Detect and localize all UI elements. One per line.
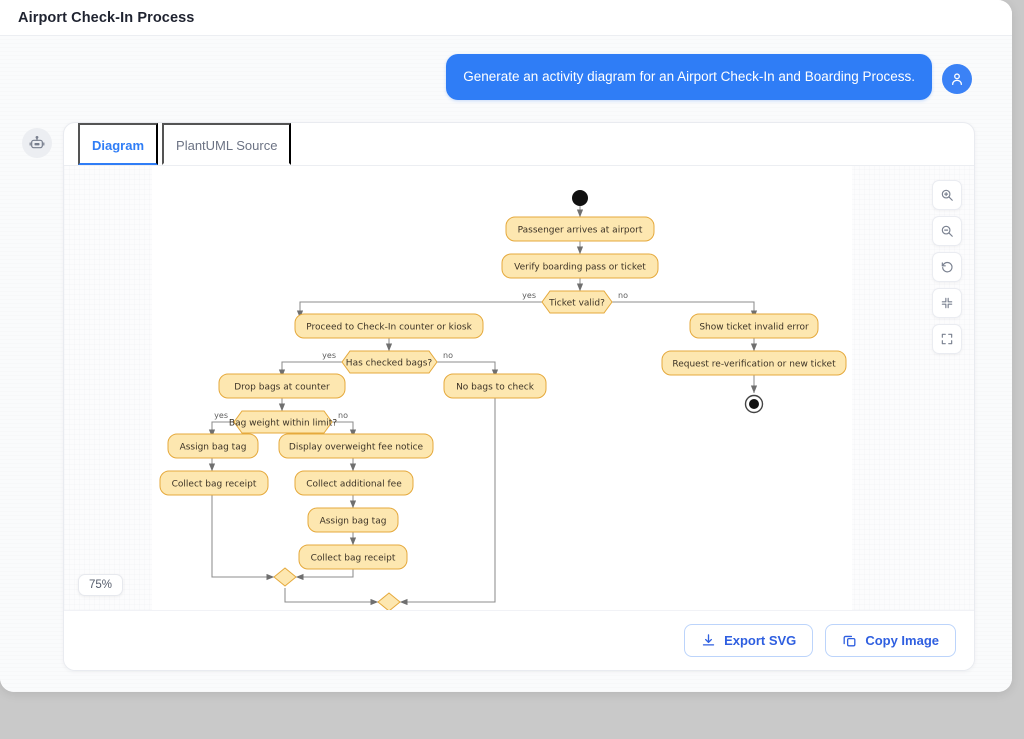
app-window: Airport Check-In Process Generate an act…	[0, 0, 1012, 692]
titlebar: Airport Check-In Process	[0, 0, 1012, 36]
chat-area: Generate an activity diagram for an Airp…	[0, 36, 1012, 692]
fullscreen-icon	[941, 333, 953, 345]
decision-nodes: Ticket valid? yes no Has checked bags? y…	[214, 290, 628, 434]
decision-node: Has checked bags? yes no	[322, 350, 453, 374]
activity-node: Assign bag tag	[167, 433, 259, 459]
svg-text:Proceed to Check-In counter or: Proceed to Check-In counter or kiosk	[306, 323, 472, 333]
svg-text:Assign bag tag: Assign bag tag	[320, 517, 387, 527]
diagram-canvas[interactable]: Passenger arrives at airport Verify boar…	[64, 166, 974, 611]
svg-text:Display overweight fee notice: Display overweight fee notice	[289, 443, 424, 453]
page-title: Airport Check-In Process	[18, 9, 195, 26]
activity-node: Request re-verification or new ticket	[661, 350, 847, 376]
decision-node: Bag weight within limit? yes no	[214, 410, 348, 434]
export-svg-button[interactable]: Export SVG	[684, 624, 814, 658]
user-avatar	[942, 64, 972, 94]
zoom-in-icon	[941, 189, 953, 202]
bot-avatar	[22, 128, 52, 159]
svg-text:no: no	[618, 291, 628, 300]
svg-text:Passenger arrives at airport: Passenger arrives at airport	[518, 226, 643, 236]
svg-text:Request re-verification or new: Request re-verification or new ticket	[672, 360, 836, 370]
activity-node: Proceed to Check-In counter or kiosk	[294, 313, 484, 339]
activity-node: Collect additional fee	[294, 470, 414, 496]
zoom-level-badge: 75%	[78, 574, 124, 597]
robot-icon	[29, 136, 45, 149]
svg-text:Verify boarding pass or ticket: Verify boarding pass or ticket	[514, 263, 646, 273]
svg-text:Has checked bags?: Has checked bags?	[346, 359, 433, 369]
activity-node: Passenger arrives at airport	[505, 216, 655, 242]
user-message-row: Generate an activity diagram for an Airp…	[22, 54, 990, 101]
activity-node: Collect bag receipt	[159, 470, 269, 496]
svg-text:No bags to check: No bags to check	[456, 383, 535, 393]
svg-text:yes: yes	[322, 351, 336, 360]
activity-node: Collect bag receipt	[298, 544, 408, 570]
svg-text:yes: yes	[214, 411, 228, 420]
svg-text:no: no	[338, 411, 348, 420]
activity-diagram: Passenger arrives at airport Verify boar…	[159, 190, 847, 611]
copy-icon	[843, 636, 856, 647]
activity-node: Display overweight fee notice	[278, 433, 434, 459]
activity-node: Drop bags at counter	[218, 373, 346, 399]
tab-diagram[interactable]: Diagram	[78, 123, 159, 166]
card-footer: Export SVG Copy Image	[64, 610, 974, 671]
download-icon	[702, 634, 715, 646]
tab-plantuml-source[interactable]: PlantUML Source	[162, 123, 292, 166]
copy-image-button[interactable]: Copy Image	[825, 624, 956, 658]
activity-node: Show ticket invalid error	[689, 313, 819, 339]
svg-text:Collect bag receipt: Collect bag receipt	[172, 480, 257, 490]
diagram-result-card: Diagram PlantUML Source	[63, 122, 975, 672]
svg-text:Bag weight within limit?: Bag weight within limit?	[229, 419, 337, 429]
svg-text:Collect additional fee: Collect additional fee	[306, 480, 402, 490]
svg-text:yes: yes	[522, 291, 536, 300]
start-node	[572, 190, 588, 207]
svg-text:Drop bags at counter: Drop bags at counter	[234, 383, 330, 393]
user-message-bubble: Generate an activity diagram for an Airp…	[446, 54, 932, 101]
canvas-toolbar	[932, 180, 962, 355]
activity-node: No bags to check	[443, 373, 547, 399]
end-node	[744, 395, 764, 414]
svg-text:Collect bag receipt: Collect bag receipt	[311, 554, 396, 564]
activity-node: Verify boarding pass or ticket	[501, 253, 659, 279]
zoom-out-button[interactable]	[932, 216, 962, 247]
reset-view-button[interactable]	[932, 252, 962, 283]
copy-image-label: Copy Image	[865, 633, 939, 649]
export-svg-label: Export SVG	[724, 633, 797, 649]
zoom-in-button[interactable]	[932, 180, 962, 211]
svg-text:Assign bag tag: Assign bag tag	[180, 443, 247, 453]
svg-text:no: no	[443, 351, 453, 360]
fit-to-screen-button[interactable]	[932, 288, 962, 319]
svg-text:Show ticket invalid error: Show ticket invalid error	[699, 323, 809, 333]
activity-nodes: Passenger arrives at airport Verify boar…	[159, 216, 847, 570]
user-icon	[952, 73, 962, 85]
svg-text:Ticket valid?: Ticket valid?	[548, 299, 605, 309]
activity-node: Assign bag tag	[307, 507, 399, 533]
merge-nodes	[273, 567, 401, 611]
card-tabs: Diagram PlantUML Source	[64, 123, 974, 167]
fullscreen-button[interactable]	[932, 324, 962, 355]
shrink-icon	[941, 297, 953, 309]
decision-node: Ticket valid? yes no	[522, 290, 628, 314]
reset-icon	[941, 262, 953, 273]
diagram-edges	[208, 206, 758, 606]
zoom-out-icon	[941, 225, 953, 238]
assistant-message-row: Diagram PlantUML Source	[22, 122, 990, 672]
